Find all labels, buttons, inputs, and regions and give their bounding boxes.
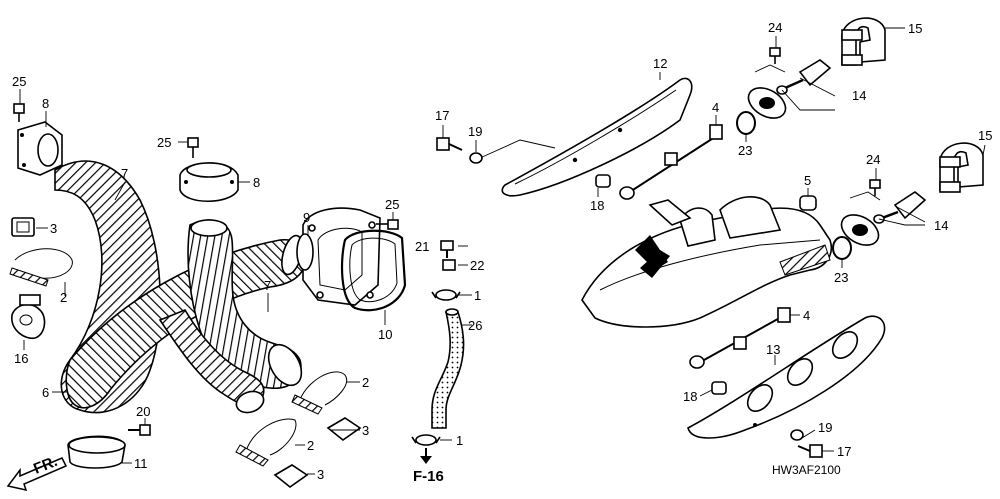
front-label: FR. (31, 453, 60, 478)
callout-14-lower: 14 (934, 218, 948, 233)
callout-6: 6 (42, 385, 49, 400)
callout-10: 10 (378, 327, 392, 342)
link-rod-4-upper (619, 124, 723, 200)
side-rail-12 (501, 77, 693, 197)
cleat-15-lower (939, 142, 984, 193)
drain-plug-14-upper (776, 59, 832, 95)
oring-23-lower (832, 236, 852, 260)
callout-16: 16 (14, 351, 28, 366)
band-2-upper (297, 371, 348, 406)
callout-7-upper: 7 (121, 166, 128, 181)
callout-14-upper: 14 (852, 88, 866, 103)
nut-22 (442, 259, 456, 271)
band-2-left (14, 248, 73, 279)
hose-end-ring-b (235, 390, 265, 414)
callout-12: 12 (653, 56, 667, 71)
callout-17-upper: 17 (435, 108, 449, 123)
callout-25-middle: 25 (157, 135, 171, 150)
callout-23-upper: 23 (738, 143, 752, 158)
hose-cap-11 (67, 435, 126, 469)
hose-end-ring-a (267, 343, 303, 387)
callout-25-center: 25 (385, 197, 399, 212)
seal-10 (340, 229, 407, 312)
cleat-15-upper (841, 17, 886, 66)
callout-4-lower: 4 (803, 308, 810, 323)
section-ref-label: F-16 (413, 468, 444, 485)
callout-3-center-b: 3 (317, 467, 324, 482)
callout-2-lower: 2 (307, 438, 314, 453)
callout-24-lower: 24 (866, 152, 880, 167)
callout-1-lower: 1 (456, 433, 463, 448)
callout-8-center: 8 (253, 175, 260, 190)
hose-end-ring-c (190, 219, 228, 237)
callout-19-upper: 19 (468, 124, 482, 139)
clip-3-center-b (273, 464, 309, 489)
callout-23-lower: 23 (834, 270, 848, 285)
callout-1-upper: 1 (474, 288, 481, 303)
screw-24-lower (869, 179, 881, 196)
screw-25-left (13, 103, 25, 122)
down-arrow-icon (420, 448, 432, 464)
bolt-21 (440, 240, 454, 258)
hose-clip-1-lower (411, 434, 441, 446)
callout-25-left: 25 (12, 74, 26, 89)
washer-19-lower (790, 429, 804, 441)
duct-adapter-8-center (179, 162, 239, 202)
breather-tube-26 (431, 311, 465, 429)
callout-3-center-a: 3 (362, 423, 369, 438)
callout-18-lower: 18 (683, 389, 697, 404)
callout-15-lower: 15 (978, 128, 992, 143)
clip-3-center-a (326, 417, 362, 442)
callout-5: 5 (804, 173, 811, 188)
front-direction-arrow-icon: FR. (6, 453, 68, 492)
callout-2-upper: 2 (362, 375, 369, 390)
watercraft-hull (581, 196, 832, 328)
callout-21: 21 (415, 239, 429, 254)
callout-9: 9 (303, 210, 310, 225)
callout-11: 11 (134, 456, 148, 471)
screw-25-middle (187, 137, 199, 158)
leader-lines (19, 27, 986, 475)
callout-8-left: 8 (42, 96, 49, 111)
callout-18-upper: 18 (590, 198, 604, 213)
plug-plate-upper (747, 87, 787, 119)
screw-24-upper (769, 47, 781, 64)
callout-20: 20 (136, 404, 150, 419)
callout-17-lower: 17 (837, 444, 851, 459)
grommet-18-lower (711, 381, 727, 395)
grommet-18-upper (595, 174, 611, 188)
intake-hoses (54, 160, 307, 414)
clip-3-left (11, 217, 35, 237)
band-2-lower (244, 418, 297, 456)
holder-16 (11, 294, 46, 340)
callout-13: 13 (766, 342, 780, 357)
bolt-17-lower (797, 444, 823, 458)
callout-15-upper: 15 (908, 21, 922, 36)
plug-plate-lower (840, 214, 880, 246)
oring-23-upper (736, 111, 756, 135)
grommet-5 (799, 195, 817, 211)
washer-19-upper (469, 152, 483, 164)
hose-clip-1-upper (431, 289, 461, 301)
bolt-17-upper (436, 137, 463, 151)
callout-19-lower: 19 (818, 420, 832, 435)
side-rail-13 (687, 315, 886, 439)
diagram-code: HW3AF2100 (772, 463, 841, 477)
callout-26: 26 (468, 318, 482, 333)
callout-7-lower: 7 (264, 278, 271, 293)
duct-adapter-8-left (17, 121, 63, 176)
screw-20 (128, 424, 151, 436)
callout-3-left: 3 (50, 221, 57, 236)
callout-4-upper: 4 (712, 100, 719, 115)
callout-22: 22 (470, 258, 484, 273)
callout-24-upper: 24 (768, 20, 782, 35)
callout-2-left: 2 (60, 290, 67, 305)
callout-labels: 25 8 7 25 8 3 2 16 6 7 2 3 2 3 20 11 9 1… (12, 20, 992, 485)
